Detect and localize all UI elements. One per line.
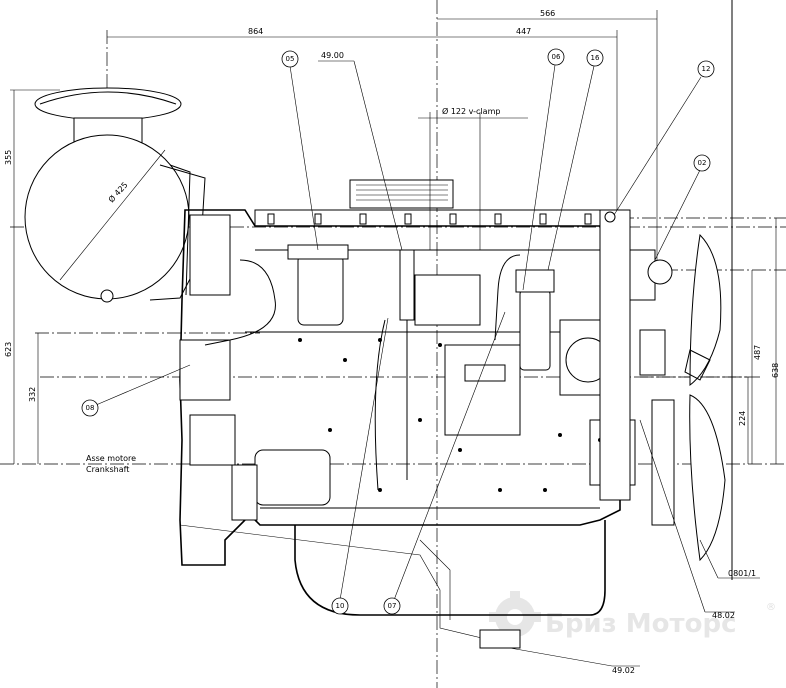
svg-text:10: 10 bbox=[336, 602, 345, 610]
callout-06: 06 bbox=[547, 48, 565, 66]
fuel-pump bbox=[414, 274, 481, 326]
callouts: 05 49.00 06 16 12 02 08 10 bbox=[81, 48, 756, 675]
leader-08 bbox=[95, 364, 191, 406]
water-pump bbox=[639, 329, 666, 376]
breather-hose bbox=[374, 319, 386, 491]
leader-4900 bbox=[353, 60, 403, 251]
intake-manifold bbox=[189, 214, 231, 296]
leader-4902 bbox=[509, 647, 613, 667]
exhaust-pipe-lower bbox=[179, 524, 491, 641]
shaft-label-italian: Asse motore bbox=[86, 454, 136, 463]
name-plate-lines bbox=[356, 184, 448, 201]
callout-4902: 49.02 bbox=[612, 666, 635, 675]
callout-16: 16 bbox=[586, 49, 604, 67]
valve-cover-bolts bbox=[267, 213, 592, 225]
dim-224-text: 224 bbox=[738, 411, 747, 426]
left-dimensions: 355 623 332 bbox=[4, 89, 60, 464]
dipstick-tube bbox=[399, 249, 415, 321]
shaft-label-english: Crankshaft bbox=[86, 465, 129, 474]
dim-487-text: 487 bbox=[753, 345, 762, 360]
front-plate bbox=[599, 209, 631, 501]
watermark-gear-icon bbox=[489, 591, 541, 643]
starter-flange bbox=[231, 464, 258, 521]
leader-06 bbox=[522, 64, 556, 291]
dim-623-text: 623 bbox=[4, 342, 13, 357]
svg-text:05: 05 bbox=[286, 55, 295, 63]
starter-motor bbox=[254, 449, 331, 506]
watermark-registered-mark: ® bbox=[766, 602, 776, 613]
callout-05: 05 bbox=[281, 50, 299, 68]
fan-hub bbox=[651, 399, 675, 526]
name-plate bbox=[349, 179, 454, 209]
leader-07 bbox=[393, 311, 506, 601]
svg-text:07: 07 bbox=[388, 602, 397, 610]
dim-566-text: 566 bbox=[540, 9, 555, 18]
air-filter-canister bbox=[24, 134, 190, 300]
air-filter-diameter-line bbox=[59, 149, 166, 281]
callout-12: 12 bbox=[697, 60, 715, 78]
ecu-connector bbox=[464, 364, 506, 382]
callout-08: 08 bbox=[81, 399, 99, 417]
flywheel-housing-cover bbox=[189, 414, 236, 466]
valve-cover bbox=[254, 209, 626, 227]
callout-0801: 0801/1 bbox=[728, 569, 756, 578]
air-filter-cap-rim bbox=[39, 91, 177, 105]
exhaust-flange bbox=[479, 629, 521, 649]
oil-hose bbox=[204, 259, 276, 346]
svg-text:06: 06 bbox=[552, 53, 561, 61]
svg-text:02: 02 bbox=[698, 159, 707, 167]
air-filter-drain-valve bbox=[100, 289, 114, 303]
leader-lines bbox=[95, 60, 760, 667]
ecu-module bbox=[444, 344, 521, 436]
leader-0801 bbox=[699, 539, 719, 579]
exhaust-pipe-upper bbox=[419, 539, 451, 620]
fuel-filter bbox=[519, 289, 551, 371]
dim-638-text: 638 bbox=[771, 363, 780, 378]
dim-dia122-text: Ø 122 v-clamp bbox=[442, 106, 500, 116]
tensioner-pulley bbox=[647, 259, 673, 285]
oil-pan bbox=[294, 520, 606, 616]
oil-filter bbox=[297, 254, 344, 326]
top-dimensions: 864 566 447 bbox=[107, 9, 658, 270]
callout-4802: 48.02 bbox=[712, 611, 735, 620]
callout-02: 02 bbox=[693, 154, 711, 172]
leader-12 bbox=[613, 76, 702, 216]
dim-355-text: 355 bbox=[4, 150, 13, 165]
svg-text:12: 12 bbox=[702, 65, 711, 73]
fuel-filter-head bbox=[515, 269, 555, 293]
callout-4900: 49.00 bbox=[321, 51, 344, 60]
lifting-eye bbox=[604, 211, 616, 223]
oil-cooler bbox=[179, 339, 231, 401]
fan-blade-bottom bbox=[689, 394, 726, 562]
svg-text:49.00: 49.00 bbox=[321, 51, 344, 60]
watermark-text: Бриз Моторс bbox=[545, 609, 737, 639]
air-intake-duct-inner bbox=[169, 164, 191, 296]
svg-text:08: 08 bbox=[86, 404, 95, 412]
leader-4802 bbox=[639, 419, 706, 613]
dim-864-text: 864 bbox=[248, 27, 263, 36]
watermark: Бриз Моторс ® bbox=[489, 591, 776, 643]
fan-hub-center bbox=[684, 349, 711, 381]
vclamp-dimension: Ø 122 v-clamp bbox=[418, 106, 528, 250]
svg-text:16: 16 bbox=[591, 54, 600, 62]
leader-10 bbox=[339, 317, 389, 601]
right-dimensions: 487 638 224 bbox=[738, 218, 780, 464]
dim-447-text: 447 bbox=[516, 27, 531, 36]
leader-05 bbox=[289, 65, 319, 251]
oil-filter-head bbox=[287, 244, 349, 260]
callout-07: 07 bbox=[383, 597, 401, 615]
fan-blade-top bbox=[689, 233, 722, 387]
leader-16 bbox=[547, 65, 595, 271]
engine-block bbox=[179, 179, 636, 616]
air-filter: Ø 425 bbox=[24, 87, 206, 303]
dim-332-text: 332 bbox=[28, 387, 37, 402]
callout-10: 10 bbox=[331, 597, 349, 615]
fuel-line bbox=[494, 254, 521, 341]
front-end bbox=[599, 209, 726, 562]
air-filter-cap bbox=[34, 87, 182, 121]
leader-02 bbox=[654, 169, 701, 261]
